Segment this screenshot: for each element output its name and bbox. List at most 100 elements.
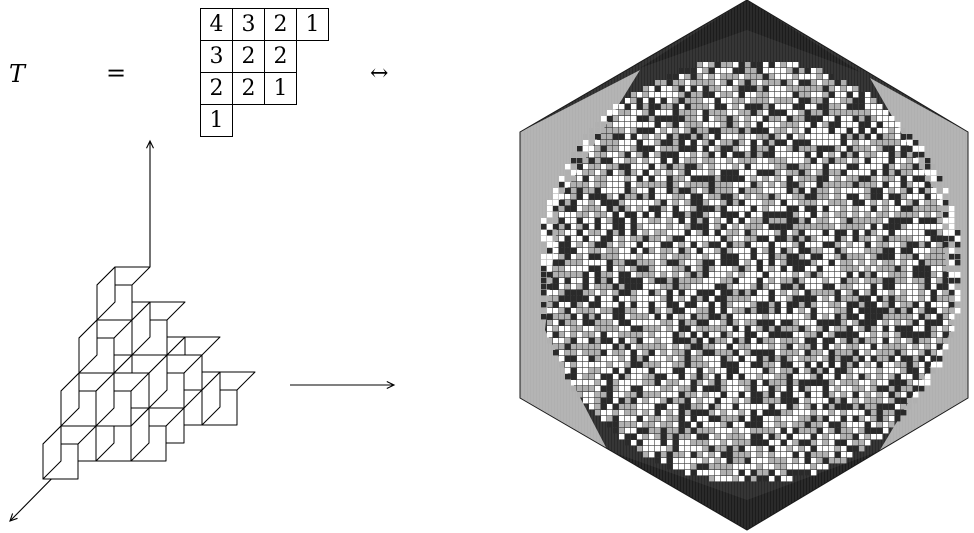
lozenge-cell xyxy=(841,374,847,380)
lozenge-cell xyxy=(841,212,847,218)
lozenge-cell xyxy=(805,302,811,308)
lozenge-cell xyxy=(811,188,817,194)
lozenge-cell xyxy=(667,212,673,218)
lozenge-cell xyxy=(643,140,649,146)
lozenge-cell xyxy=(781,476,787,482)
lozenge-cell xyxy=(757,248,763,254)
cube xyxy=(131,301,186,356)
lozenge-cell xyxy=(859,242,865,248)
lozenge-cell xyxy=(691,350,697,356)
lozenge-cell xyxy=(583,248,589,254)
lozenge-cell xyxy=(937,194,943,200)
lozenge-cell xyxy=(559,320,565,326)
lozenge-cell xyxy=(625,332,631,338)
lozenge-cell xyxy=(811,308,817,314)
lozenge-cell xyxy=(871,110,877,116)
lozenge-cell xyxy=(751,422,757,428)
lozenge-cell xyxy=(679,284,685,290)
lozenge-cell xyxy=(733,128,739,134)
lozenge-cell xyxy=(679,236,685,242)
lozenge-cell xyxy=(817,368,823,374)
lozenge-cell xyxy=(697,308,703,314)
lozenge-cell xyxy=(877,170,883,176)
lozenge-cell xyxy=(907,314,913,320)
lozenge-cell xyxy=(931,236,937,242)
lozenge-cell xyxy=(733,116,739,122)
lozenge-cell xyxy=(619,332,625,338)
lozenge-cell xyxy=(793,470,799,476)
lozenge-cell xyxy=(823,452,829,458)
lozenge-cell xyxy=(811,248,817,254)
lozenge-cell xyxy=(757,146,763,152)
lozenge-cell xyxy=(667,332,673,338)
lozenge-cell xyxy=(625,434,631,440)
lozenge-cell xyxy=(691,278,697,284)
lozenge-cell xyxy=(643,110,649,116)
lozenge-cell xyxy=(625,278,631,284)
lozenge-cell xyxy=(655,320,661,326)
lozenge-cell xyxy=(907,380,913,386)
lozenge-cell xyxy=(559,314,565,320)
lozenge-cell xyxy=(709,410,715,416)
lozenge-cell xyxy=(613,194,619,200)
lozenge-cell xyxy=(769,356,775,362)
lozenge-cell xyxy=(895,176,901,182)
lozenge-cell xyxy=(721,416,727,422)
lozenge-cell xyxy=(619,404,625,410)
lozenge-cell xyxy=(859,92,865,98)
lozenge-cell xyxy=(739,422,745,428)
lozenge-cell xyxy=(541,302,547,308)
lozenge-cell xyxy=(649,362,655,368)
lozenge-cell xyxy=(613,302,619,308)
lozenge-cell xyxy=(601,386,607,392)
lozenge-cell xyxy=(679,224,685,230)
lozenge-cell xyxy=(595,380,601,386)
lozenge-cell xyxy=(649,194,655,200)
lozenge-cell xyxy=(619,410,625,416)
lozenge-cell xyxy=(841,428,847,434)
lozenge-cell xyxy=(643,392,649,398)
lozenge-cell xyxy=(721,296,727,302)
lozenge-cell xyxy=(889,368,895,374)
lozenge-cell xyxy=(817,422,823,428)
lozenge-cell xyxy=(715,350,721,356)
lozenge-cell xyxy=(637,176,643,182)
lozenge-cell xyxy=(577,302,583,308)
lozenge-cell xyxy=(649,92,655,98)
lozenge-cell xyxy=(811,416,817,422)
lozenge-cell xyxy=(667,248,673,254)
lozenge-cell xyxy=(709,416,715,422)
lozenge-cell xyxy=(943,230,949,236)
lozenge-cell xyxy=(883,218,889,224)
lozenge-cell xyxy=(799,260,805,266)
lozenge-cell xyxy=(925,218,931,224)
lozenge-cell xyxy=(745,146,751,152)
lozenge-cell xyxy=(799,98,805,104)
lozenge-cell xyxy=(679,392,685,398)
lozenge-cell xyxy=(877,182,883,188)
lozenge-cell xyxy=(631,116,637,122)
lozenge-cell xyxy=(739,206,745,212)
lozenge-cell xyxy=(823,386,829,392)
lozenge-cell xyxy=(841,314,847,320)
lozenge-cell xyxy=(577,248,583,254)
lozenge-cell xyxy=(955,284,961,290)
lozenge-cell xyxy=(811,350,817,356)
lozenge-cell xyxy=(697,416,703,422)
lozenge-cell xyxy=(547,200,553,206)
lozenge-cell xyxy=(745,458,751,464)
lozenge-cell xyxy=(715,188,721,194)
lozenge-cell xyxy=(787,344,793,350)
lozenge-cell xyxy=(739,308,745,314)
lozenge-cell xyxy=(829,116,835,122)
lozenge-cell xyxy=(913,254,919,260)
lozenge-cell xyxy=(589,170,595,176)
lozenge-cell xyxy=(913,242,919,248)
lozenge-cell xyxy=(793,302,799,308)
lozenge-cell xyxy=(757,428,763,434)
lozenge-cell xyxy=(751,134,757,140)
lozenge-cell xyxy=(721,398,727,404)
lozenge-cell xyxy=(703,260,709,266)
lozenge-cell xyxy=(847,188,853,194)
lozenge-cell xyxy=(619,236,625,242)
